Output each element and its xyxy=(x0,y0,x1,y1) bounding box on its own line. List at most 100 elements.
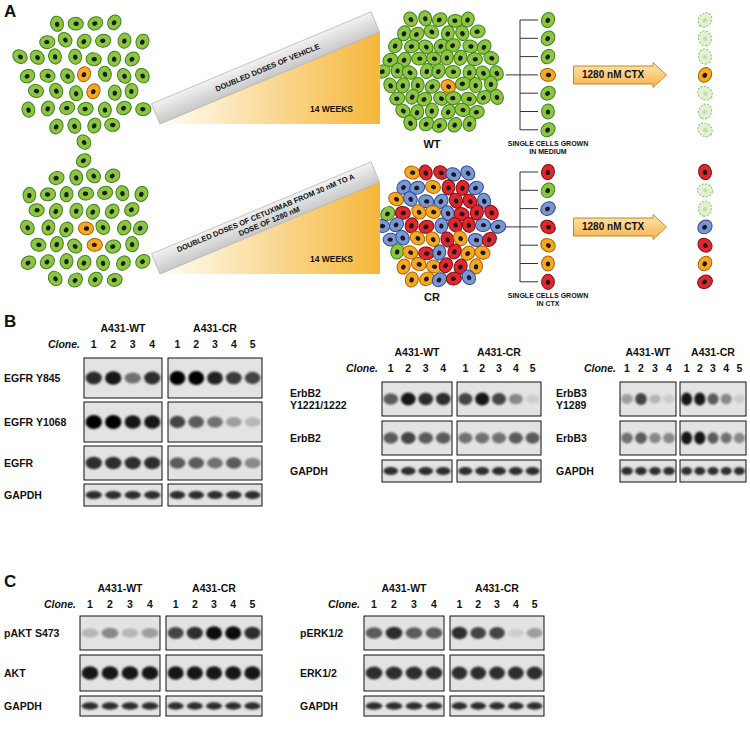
protein-band xyxy=(526,432,540,443)
blot-frame xyxy=(84,402,162,442)
protein-band xyxy=(426,667,443,680)
lane-number: 2 xyxy=(697,362,703,374)
cell-nucleus xyxy=(474,264,479,270)
protein-band xyxy=(526,467,540,475)
protein-band xyxy=(102,666,119,679)
cell xyxy=(422,22,442,41)
cell-body xyxy=(84,202,102,221)
cell-nucleus xyxy=(546,109,550,114)
dose-band xyxy=(152,12,380,124)
cell xyxy=(442,180,455,195)
cell xyxy=(39,35,55,49)
cell-body xyxy=(106,50,122,68)
note-text: SINGLE CELLS GROWN IN CTX xyxy=(506,292,590,308)
cell xyxy=(77,101,94,116)
cell-nucleus xyxy=(466,96,472,102)
cell-nucleus xyxy=(431,264,437,270)
cell-body xyxy=(95,254,111,272)
cell-nucleus xyxy=(449,42,456,48)
protein-band xyxy=(125,415,141,428)
cell-body xyxy=(467,53,483,66)
bracket-line xyxy=(520,20,538,21)
cell-body xyxy=(65,236,85,256)
blot-frame xyxy=(80,696,160,716)
protein-band xyxy=(188,416,204,428)
cell-nucleus xyxy=(473,109,479,115)
protein-band xyxy=(86,415,102,429)
group-header: A431-CR xyxy=(193,322,237,334)
cell-nucleus xyxy=(72,277,79,284)
protein-band xyxy=(168,627,184,639)
cell xyxy=(445,271,462,286)
cell xyxy=(133,252,153,272)
cell-nucleus xyxy=(24,224,31,231)
cell-body xyxy=(131,218,151,238)
cell-body xyxy=(695,273,714,291)
lane-number: 3 xyxy=(127,598,133,610)
lane-number: 2 xyxy=(110,338,116,350)
cell-nucleus xyxy=(416,261,423,267)
protein-band xyxy=(105,457,121,470)
cell-body xyxy=(97,65,113,83)
cell xyxy=(453,102,471,119)
panel-letter: A xyxy=(4,2,16,22)
protein-band xyxy=(86,457,102,470)
protein-band xyxy=(508,702,524,709)
cell-body xyxy=(424,204,442,220)
cell-nucleus xyxy=(81,71,87,77)
cell-body xyxy=(538,28,557,48)
cell-body xyxy=(538,120,558,140)
cell-nucleus xyxy=(702,109,708,115)
cell-nucleus xyxy=(73,21,78,26)
cell-body xyxy=(86,269,106,289)
cell-body xyxy=(78,187,94,201)
cell xyxy=(85,82,103,101)
cell-nucleus xyxy=(62,37,69,44)
protein-band xyxy=(187,666,203,679)
cell-nucleus xyxy=(457,264,463,270)
antibody-label: GAPDH xyxy=(556,465,615,477)
cell xyxy=(541,255,555,271)
protein-band xyxy=(475,467,489,475)
cell-nucleus xyxy=(400,83,406,89)
cell-nucleus xyxy=(64,105,70,111)
cell xyxy=(467,53,483,66)
cell-body xyxy=(458,163,478,183)
protein-band xyxy=(436,467,451,475)
blot-frame xyxy=(166,655,262,691)
cell-body xyxy=(77,101,94,116)
cell-nucleus xyxy=(395,68,400,74)
cell-body xyxy=(47,202,65,221)
cell-nucleus xyxy=(63,227,69,234)
cell-body xyxy=(46,268,65,288)
cell-nucleus xyxy=(544,206,551,213)
cell-body xyxy=(422,22,442,41)
bracket-line xyxy=(520,281,538,282)
cell xyxy=(424,179,442,195)
cell xyxy=(86,14,105,32)
cell xyxy=(698,200,713,217)
cell xyxy=(105,13,123,32)
protein-band xyxy=(401,432,416,444)
group-header: A431-CR xyxy=(192,582,236,594)
cell-nucleus xyxy=(45,192,51,197)
blot-frame xyxy=(680,460,746,482)
cell xyxy=(57,220,75,239)
cell-body xyxy=(430,116,450,135)
cell xyxy=(21,101,37,119)
cell xyxy=(475,218,491,232)
cell-nucleus xyxy=(393,196,400,202)
bracket-line xyxy=(506,74,520,75)
panel-letter: B xyxy=(4,312,16,332)
cell-body xyxy=(115,184,131,202)
cell-nucleus xyxy=(702,72,708,79)
protein-band xyxy=(621,433,633,444)
cell-body xyxy=(67,48,83,66)
cell-nucleus xyxy=(544,187,551,194)
protein-band xyxy=(527,702,543,709)
cell-nucleus xyxy=(450,171,457,177)
cell-body xyxy=(695,217,715,237)
cell xyxy=(68,17,84,31)
protein-band xyxy=(401,467,416,475)
protein-band xyxy=(366,627,383,638)
